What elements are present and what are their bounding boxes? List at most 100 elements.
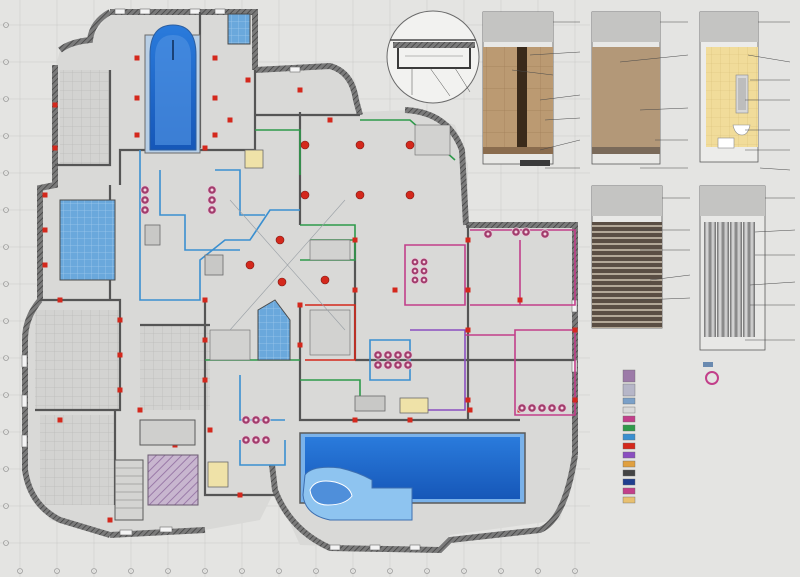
column bbox=[297, 342, 303, 348]
section-detail-callout bbox=[386, 10, 480, 104]
legend-swatch bbox=[622, 397, 636, 405]
column bbox=[572, 327, 578, 333]
column bbox=[202, 337, 208, 343]
round-column bbox=[300, 140, 310, 150]
grid-axis-marker bbox=[3, 22, 9, 28]
grid-axis-marker bbox=[3, 503, 9, 509]
round-column bbox=[320, 275, 330, 285]
legend-swatch bbox=[622, 487, 636, 495]
column bbox=[212, 95, 218, 101]
seat-center bbox=[406, 363, 410, 367]
legend-swatch bbox=[622, 478, 636, 486]
round-column bbox=[355, 190, 365, 200]
panel-metal-waves bbox=[699, 185, 766, 351]
column bbox=[202, 377, 208, 383]
seat-center bbox=[386, 353, 390, 357]
grid-axis-marker bbox=[3, 466, 9, 472]
seat-center bbox=[244, 418, 248, 422]
grid-axis-marker bbox=[3, 244, 9, 250]
legend-swatch bbox=[622, 442, 636, 450]
column bbox=[134, 55, 140, 61]
grid-axis-marker bbox=[165, 568, 171, 574]
seat-center bbox=[422, 278, 426, 282]
round-column bbox=[405, 140, 415, 150]
column bbox=[297, 87, 303, 93]
column bbox=[207, 427, 213, 433]
grid-axis-marker bbox=[3, 355, 9, 361]
column bbox=[107, 517, 113, 523]
seat-center bbox=[560, 406, 564, 410]
exterior-walls bbox=[22, 9, 578, 554]
grid-axis-marker bbox=[387, 568, 393, 574]
column bbox=[297, 302, 303, 308]
seat-center bbox=[550, 406, 554, 410]
grid-axis-marker bbox=[3, 170, 9, 176]
column bbox=[117, 352, 123, 358]
column bbox=[202, 297, 208, 303]
legend-swatch bbox=[622, 369, 636, 383]
column bbox=[352, 417, 358, 423]
grid-axis-marker bbox=[3, 281, 9, 287]
grid-axis-marker bbox=[3, 133, 9, 139]
seat-center bbox=[376, 353, 380, 357]
panel-leader-lines bbox=[511, 21, 796, 341]
grid-axis-marker bbox=[91, 568, 97, 574]
seat-center bbox=[486, 232, 490, 236]
blue-tiled-rooms bbox=[59, 13, 291, 361]
seat-center bbox=[386, 363, 390, 367]
legend-swatch bbox=[622, 406, 636, 414]
legend-swatch bbox=[622, 424, 636, 432]
seat-center bbox=[530, 406, 534, 410]
panel-bathroom-tiles bbox=[699, 11, 759, 163]
column bbox=[352, 287, 358, 293]
column bbox=[212, 132, 218, 138]
round-column bbox=[300, 190, 310, 200]
small-utility-blocks bbox=[144, 149, 429, 488]
grid-axis-marker bbox=[535, 568, 541, 574]
seat-center bbox=[143, 208, 147, 212]
seat-center bbox=[264, 438, 268, 442]
grid-axis-marker bbox=[17, 568, 23, 574]
round-column bbox=[355, 140, 365, 150]
legend-swatch bbox=[622, 496, 636, 504]
grid-axis-marker bbox=[3, 207, 9, 213]
column bbox=[392, 287, 398, 293]
legend-swatch bbox=[622, 451, 636, 459]
column bbox=[52, 145, 58, 151]
panel-tiles-plain bbox=[591, 11, 661, 165]
seat-center bbox=[210, 198, 214, 202]
column bbox=[52, 102, 58, 108]
grid-axis-marker bbox=[3, 429, 9, 435]
column bbox=[134, 95, 140, 101]
grid-axis-marker bbox=[572, 568, 578, 574]
stair-flights bbox=[209, 124, 451, 361]
seat-center bbox=[376, 363, 380, 367]
column bbox=[572, 397, 578, 403]
grid-axis-marker bbox=[461, 568, 467, 574]
seat-center bbox=[514, 230, 518, 234]
structural-columns bbox=[42, 55, 578, 523]
seat-center bbox=[540, 406, 544, 410]
seat-center bbox=[520, 406, 524, 410]
seat-center bbox=[543, 232, 547, 236]
grid-axis-marker bbox=[202, 568, 208, 574]
column bbox=[117, 317, 123, 323]
column bbox=[465, 287, 471, 293]
grid-axis-marker bbox=[3, 540, 9, 546]
round-column bbox=[275, 235, 285, 245]
grid-axis-marker bbox=[128, 568, 134, 574]
seat-center bbox=[396, 353, 400, 357]
legend-swatches bbox=[622, 369, 636, 504]
legend-swatch bbox=[622, 383, 636, 397]
seat-center bbox=[524, 230, 528, 234]
seat-center bbox=[210, 188, 214, 192]
column bbox=[517, 297, 523, 303]
column bbox=[117, 387, 123, 393]
lobby-diagonal-lines bbox=[229, 199, 346, 331]
seat-center bbox=[254, 438, 258, 442]
column bbox=[227, 117, 233, 123]
round-column bbox=[277, 277, 287, 287]
column bbox=[465, 237, 471, 243]
seat-center bbox=[413, 260, 417, 264]
